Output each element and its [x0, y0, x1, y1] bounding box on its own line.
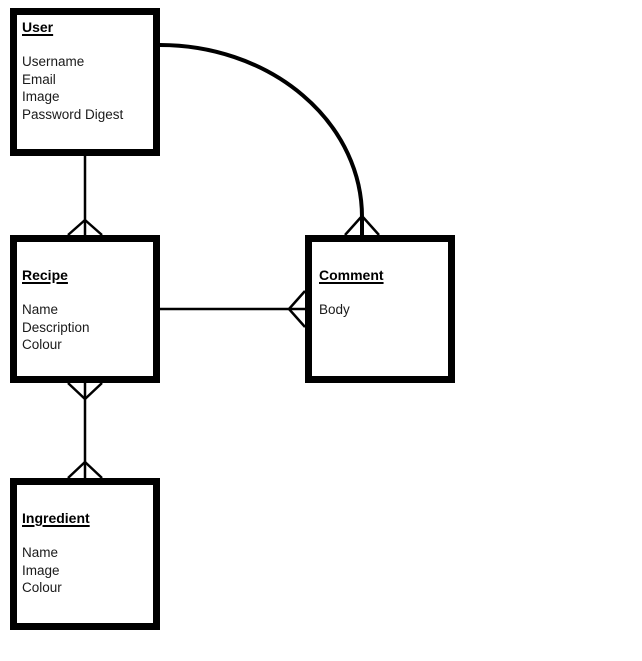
attribute: Name — [22, 545, 59, 560]
entity-ingredient-attributes: Name Image Colour — [22, 544, 148, 597]
crows-foot-icon — [344, 215, 380, 236]
entity-comment-attributes: Body — [319, 301, 443, 319]
attribute: Email — [22, 71, 56, 87]
attribute: Username — [22, 54, 85, 69]
entity-user-attributes: Username Email Image Password Digest — [22, 53, 148, 123]
attribute: Colour — [22, 337, 62, 352]
crows-foot-icon — [67, 461, 103, 479]
entity-recipe-title: Recipe — [22, 267, 68, 283]
entity-comment[interactable]: Comment Body — [305, 235, 455, 383]
entity-user-title: User — [22, 19, 54, 35]
attribute: Image — [22, 89, 60, 104]
attribute: Body — [319, 302, 350, 317]
crows-foot-icon — [67, 382, 103, 400]
attribute: Image — [22, 562, 60, 578]
entity-ingredient[interactable]: Ingredient Name Image Colour — [10, 478, 160, 630]
entity-ingredient-title: Ingredient — [22, 510, 90, 526]
relationship-user-recipe[interactable] — [67, 156, 103, 236]
attribute: Name — [22, 302, 59, 317]
entity-recipe-attributes: Name Description Colour — [22, 301, 148, 354]
crows-foot-icon — [288, 290, 306, 328]
crows-foot-icon — [67, 219, 103, 236]
attribute: Description — [22, 319, 90, 335]
entity-recipe[interactable]: Recipe Name Description Colour — [10, 235, 160, 383]
entity-comment-title: Comment — [319, 267, 384, 283]
relationship-recipe-comment[interactable] — [160, 290, 306, 328]
entity-user[interactable]: User Username Email Image Password Diges… — [10, 8, 160, 156]
relationship-user-comment[interactable] — [159, 43, 380, 236]
attribute: Password Digest — [22, 106, 124, 122]
relationship-recipe-ingredient[interactable] — [67, 382, 103, 479]
attribute: Colour — [22, 580, 62, 595]
